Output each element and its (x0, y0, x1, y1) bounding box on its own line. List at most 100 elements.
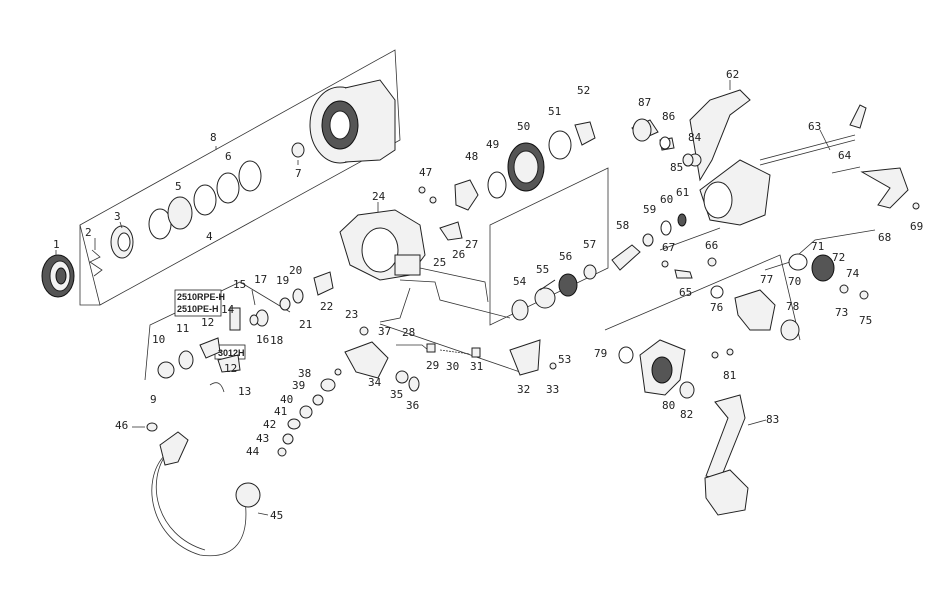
callout-59: 59 (643, 203, 656, 216)
callout-50: 50 (517, 120, 530, 133)
callout-51: 51 (548, 105, 561, 118)
callout-16: 16 (256, 333, 269, 346)
callout-82: 82 (680, 408, 693, 421)
callout-45: 45 (270, 509, 283, 522)
callout-28: 28 (402, 326, 415, 339)
callout-48: 48 (465, 150, 478, 163)
callout-11: 11 (176, 322, 189, 335)
callout-47: 47 (419, 166, 432, 179)
callout-57: 57 (583, 238, 596, 251)
clicker-spring (89, 249, 103, 277)
callout-65: 65 (679, 286, 692, 299)
bail-arm-parts (157, 337, 241, 393)
callout-39: 39 (292, 379, 305, 392)
callout-4: 4 (206, 230, 213, 243)
model-labels: 2510RPE-H 2510PE-H 3012H (177, 292, 245, 358)
callout-12b: 12 (224, 362, 237, 375)
callout-leaders (55, 80, 831, 516)
callout-25: 25 (433, 256, 446, 269)
callout-22: 22 (320, 300, 333, 313)
callout-83: 83 (766, 413, 779, 426)
line-roller-parts (229, 271, 334, 331)
callout-76: 76 (710, 301, 723, 314)
model-label-2: 2510PE-H (177, 304, 219, 314)
callout-38: 38 (298, 367, 311, 380)
pinion-gear-parts (511, 213, 687, 321)
spool (309, 79, 396, 164)
callout-42: 42 (263, 418, 276, 431)
callout-19: 19 (276, 274, 289, 287)
callout-80: 80 (662, 399, 675, 412)
callout-24: 24 (372, 190, 386, 203)
callout-78: 78 (786, 300, 799, 313)
callout-13: 13 (238, 385, 251, 398)
callout-14: 14 (221, 303, 235, 316)
bail-wire (146, 422, 261, 557)
callout-67: 67 (662, 241, 675, 254)
callout-79: 79 (594, 347, 607, 360)
callout-62: 62 (726, 68, 739, 81)
callout-77: 77 (760, 273, 773, 286)
callout-3: 3 (114, 210, 121, 223)
callout-58: 58 (616, 219, 629, 232)
callout-27: 27 (465, 238, 478, 251)
callout-6: 6 (225, 150, 232, 163)
callout-73: 73 (835, 306, 848, 319)
handle (704, 394, 749, 516)
callout-8: 8 (210, 131, 217, 144)
callout-37: 37 (378, 325, 391, 338)
rotor-assembly (339, 209, 426, 281)
callout-labels: 1 2 3 4 5 6 7 8 9 10 11 12 12 13 14 15 1… (53, 68, 923, 522)
callout-52: 52 (577, 84, 590, 97)
callout-43: 43 (256, 432, 269, 445)
callout-54: 54 (513, 275, 527, 288)
callout-60: 60 (660, 193, 673, 206)
model-label-1: 2510RPE-H (177, 292, 225, 302)
callout-21: 21 (299, 318, 312, 331)
callout-69: 69 (910, 220, 923, 233)
callout-17: 17 (254, 273, 267, 286)
gearbox-outline (489, 167, 876, 341)
callout-29: 29 (426, 359, 439, 372)
side-cover (618, 339, 734, 399)
callout-12a: 12 (201, 316, 214, 329)
callout-15: 15 (233, 278, 246, 291)
line-roller-stack (277, 326, 420, 457)
callout-33: 33 (546, 383, 559, 396)
callout-44: 44 (246, 445, 260, 458)
callout-46: 46 (115, 419, 128, 432)
callout-55: 55 (536, 263, 549, 276)
callout-81: 81 (723, 369, 736, 382)
callout-7: 7 (295, 167, 302, 180)
callout-31: 31 (470, 360, 483, 373)
drag-knob (41, 254, 75, 298)
callout-34: 34 (368, 376, 382, 389)
spool-nut (291, 142, 305, 158)
callout-75: 75 (859, 314, 872, 327)
spool-group-outline (79, 49, 401, 306)
callout-30: 30 (446, 360, 459, 373)
callout-2: 2 (85, 226, 92, 239)
drive-gear-parts (710, 253, 869, 341)
model-tag: 3012H (218, 348, 245, 358)
callout-71: 71 (811, 240, 824, 253)
callout-64: 64 (838, 149, 852, 162)
callout-35: 35 (390, 388, 403, 401)
callout-18: 18 (270, 334, 283, 347)
callout-56: 56 (559, 250, 572, 263)
callout-63: 63 (808, 120, 821, 133)
callout-84: 84 (688, 131, 702, 144)
callout-74: 74 (846, 267, 860, 280)
callout-85: 85 (670, 161, 683, 174)
callout-66: 66 (705, 239, 718, 252)
callout-20: 20 (289, 264, 302, 277)
callout-1: 1 (53, 238, 60, 251)
small-screws (661, 257, 717, 279)
callout-10: 10 (152, 333, 165, 346)
rotor-cover-part (509, 339, 557, 376)
handle-shaft-parts (759, 104, 867, 174)
bail-trip-parts (396, 343, 481, 358)
callout-72: 72 (832, 251, 845, 264)
callout-61: 61 (676, 186, 689, 199)
